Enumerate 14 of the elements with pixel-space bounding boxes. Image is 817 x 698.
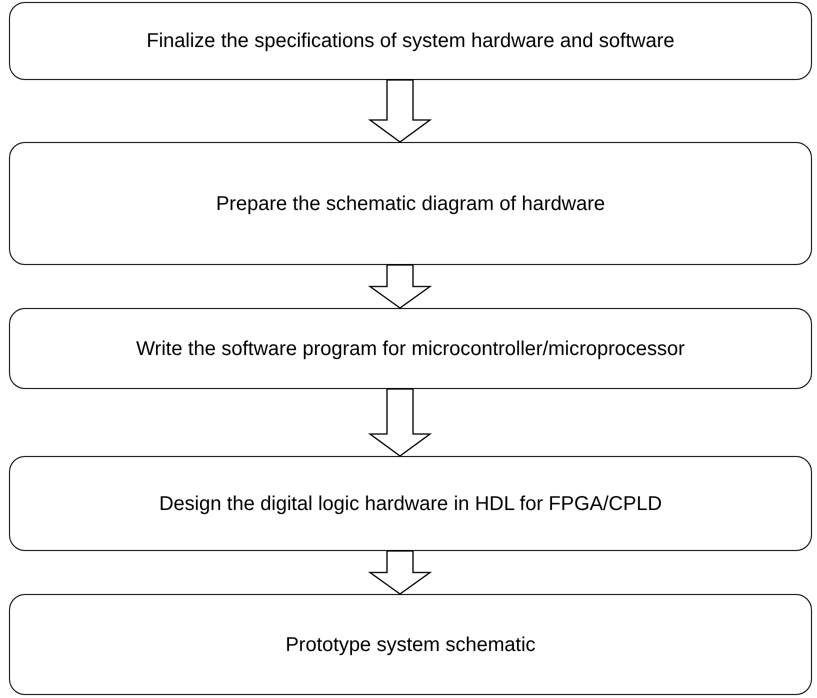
step-text: Prototype system schematic	[285, 632, 536, 656]
process-box	[9, 308, 812, 389]
step-text: Design the digital logic hardware in HDL for FPGA/CPLD	[159, 492, 662, 516]
hollow-arrow	[368, 79, 432, 143]
process-box	[9, 2, 812, 80]
step-text: Prepare the schematic diagram of hardware	[216, 192, 606, 216]
hollow-arrow	[368, 388, 432, 457]
process-box	[9, 594, 812, 695]
hollow-arrow	[368, 264, 432, 309]
step-text: Finalize the specifications of system hardware and software	[146, 29, 675, 53]
process-box	[9, 142, 812, 265]
hollow-arrow	[368, 550, 432, 595]
step-text: Write the software program for microcontroller/microprocessor	[136, 336, 685, 360]
process-box	[9, 456, 812, 551]
